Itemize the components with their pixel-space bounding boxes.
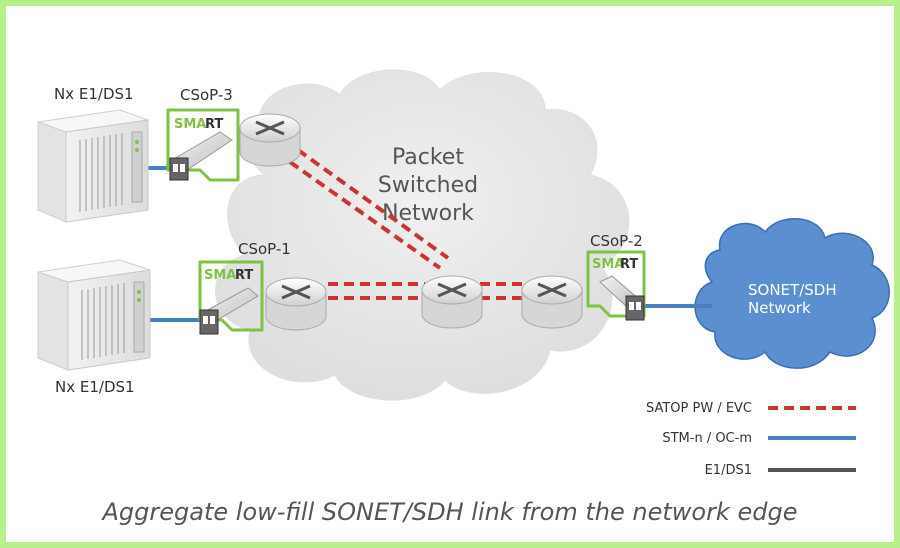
diagram-caption: Aggregate low-fill SONET/SDH link from t… (102, 498, 798, 526)
csop2-smart-logo-rt: RT (620, 257, 638, 272)
top-equipment-label: Nx E1/DS1 (54, 85, 134, 103)
csop2-label: CSoP-2 (590, 232, 643, 250)
router-csop3 (239, 113, 301, 167)
router-csop1 (265, 277, 327, 331)
legend-label-pw: SATOP PW / EVC (646, 401, 752, 416)
csop1-smart-device: SMA RT (198, 260, 264, 335)
router-csop2 (521, 275, 583, 329)
csop3-label: CSoP-3 (180, 86, 233, 104)
legend-label-stm: STM-n / OC-m (662, 431, 752, 446)
satop-pw-links (288, 148, 525, 300)
router-core (421, 275, 483, 329)
psn-label-line1: Packet (392, 145, 464, 170)
psn-label-line2: Switched (378, 173, 478, 198)
sonet-sdh-network-cloud: SONET/SDH Network (694, 218, 890, 369)
csop1-smart-logo-rt: RT (235, 268, 253, 283)
bottom-equipment-label: Nx E1/DS1 (55, 378, 135, 396)
legend-label-e1: E1/DS1 (705, 463, 752, 478)
csop2-smart-device: SMA RT (586, 250, 646, 321)
csop1-smart-logo: SMA (204, 268, 236, 283)
sonet-label-line2: Network (748, 299, 811, 317)
equipment-top (37, 109, 149, 223)
csop3-smart-logo: SMA (174, 117, 206, 132)
sonet-label-line1: SONET/SDH (748, 281, 837, 299)
csop3-smart-device: SMA RT (166, 108, 240, 182)
csop3-smart-logo-rt: RT (205, 117, 223, 132)
psn-label-line3: Network (382, 201, 474, 226)
legend: SATOP PW / EVC STM-n / OC-m E1/DS1 (646, 401, 856, 478)
equipment-bottom (37, 259, 151, 371)
csop1-label: CSoP-1 (238, 240, 291, 258)
csop2-smart-logo: SMA (592, 257, 624, 272)
pw-link-csop3-a (288, 160, 442, 270)
